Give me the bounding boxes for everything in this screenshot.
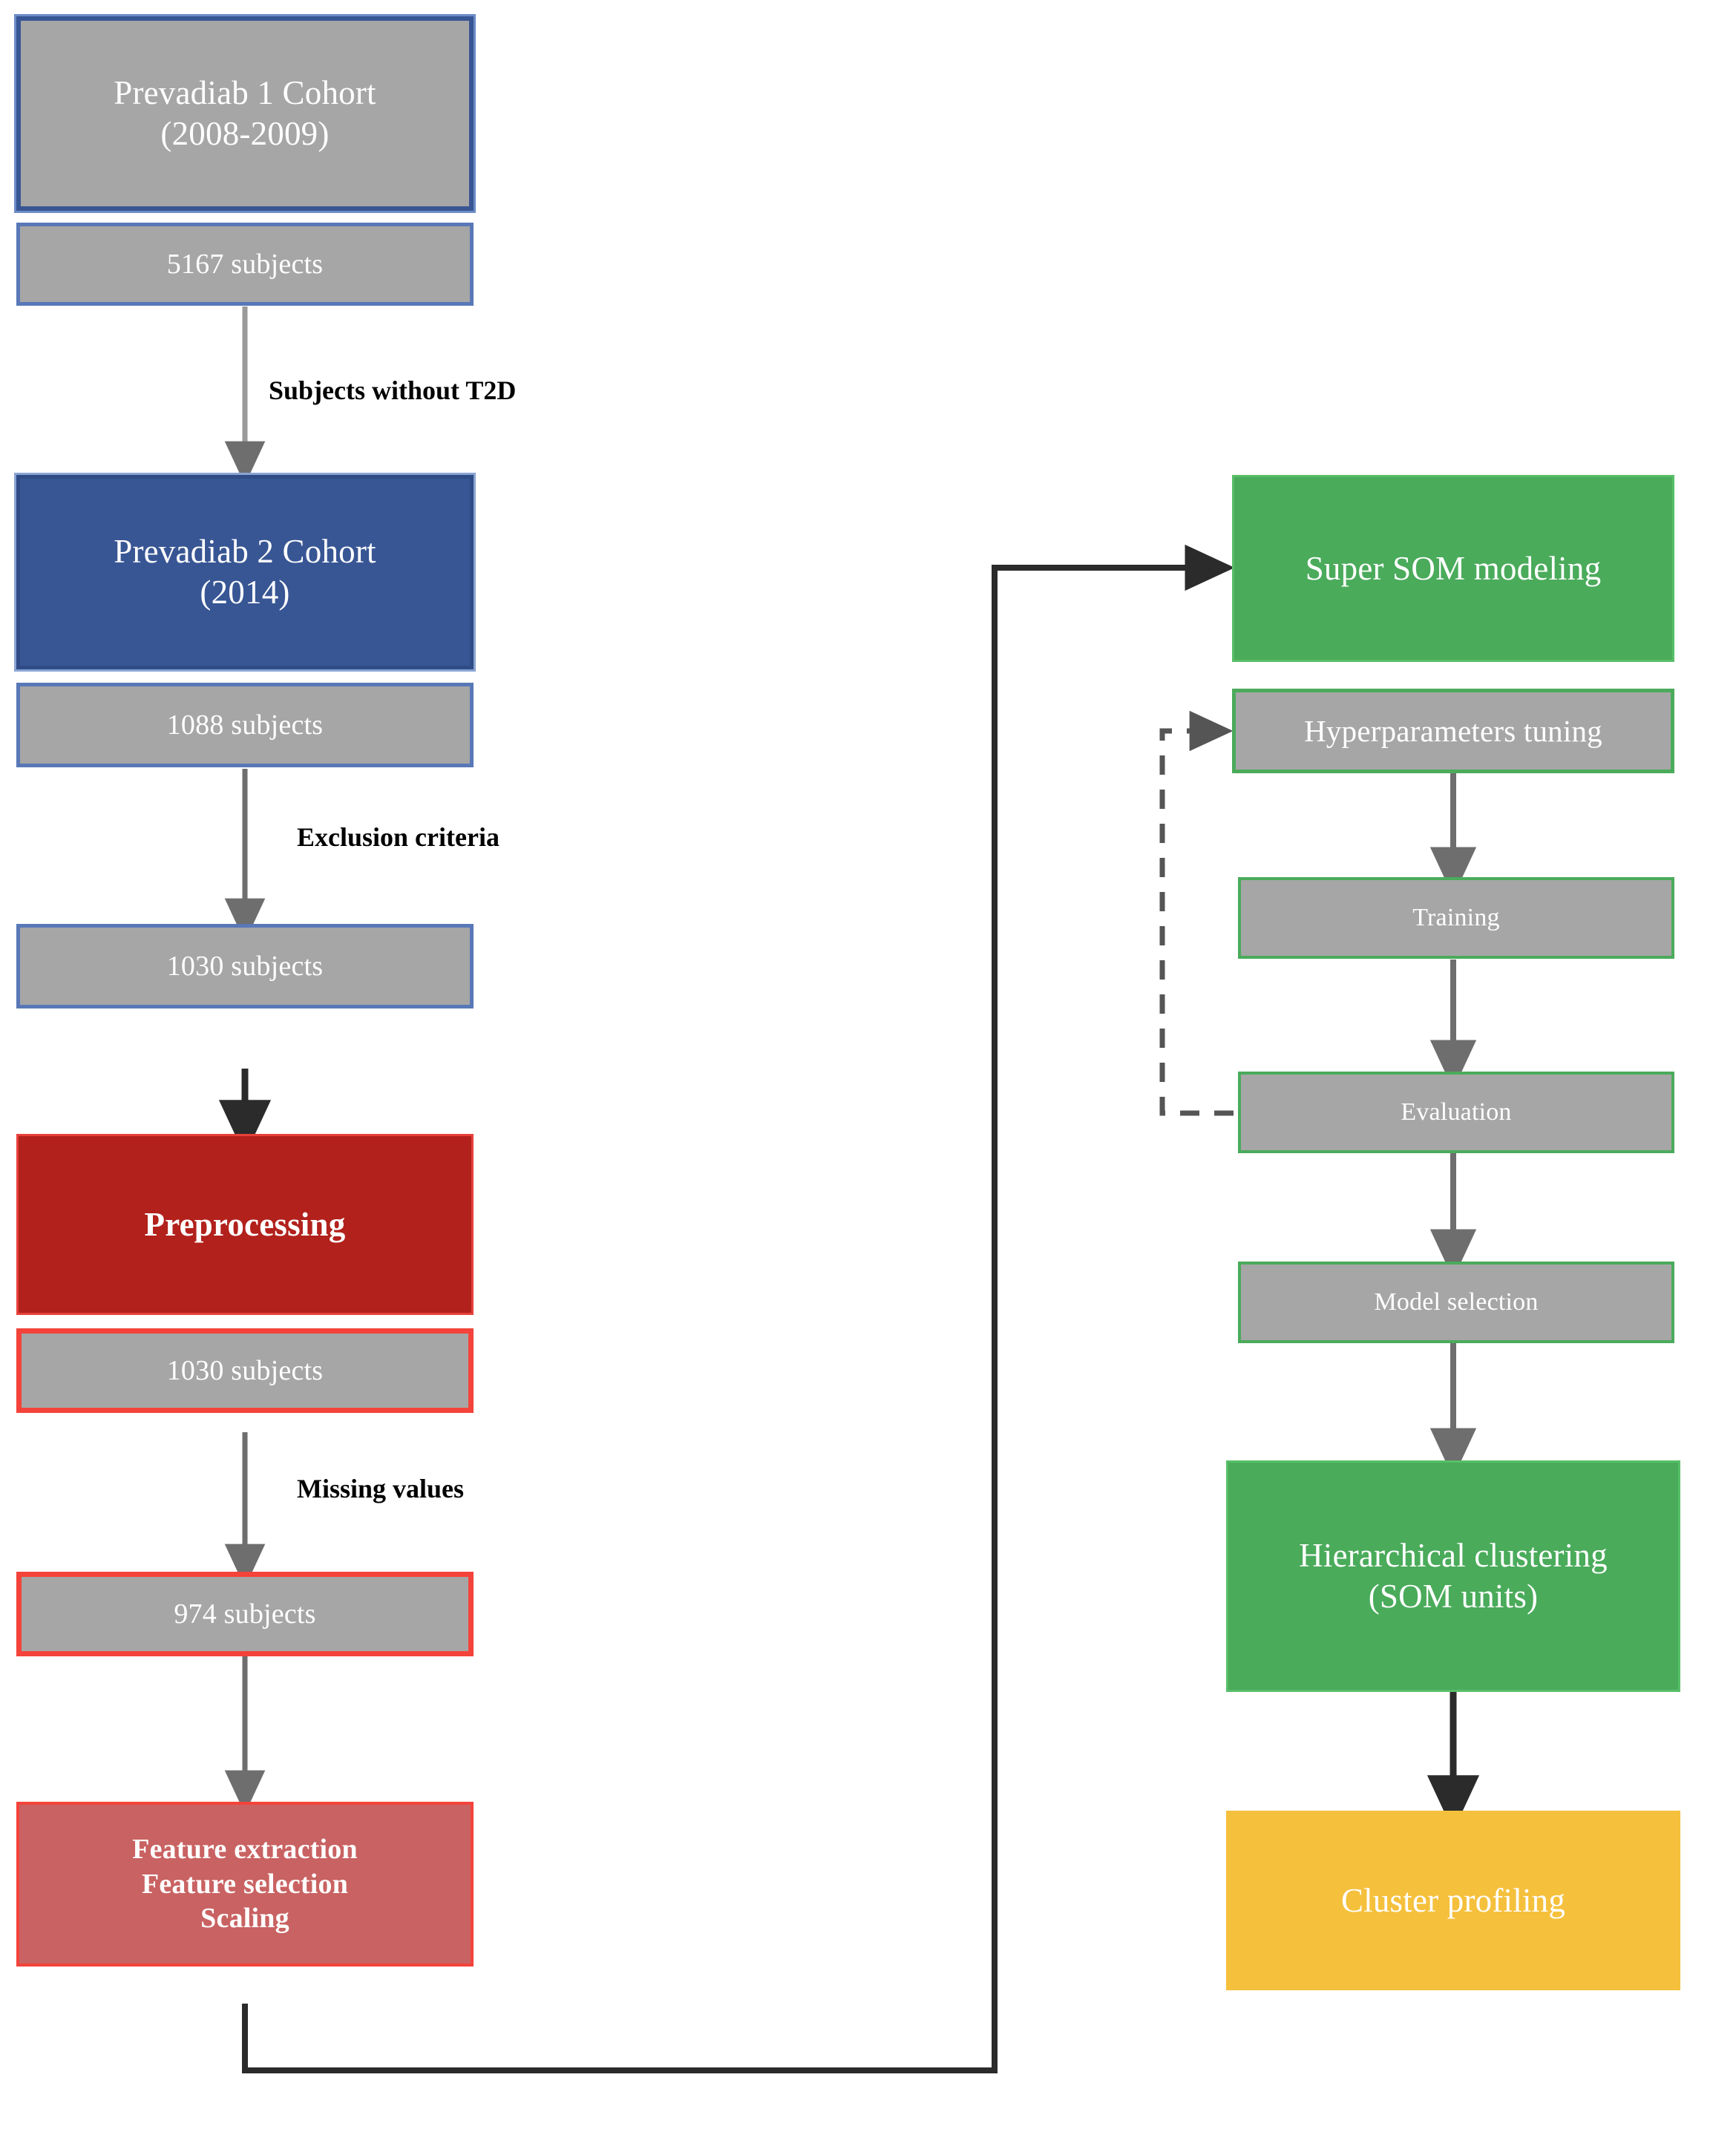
node-model-selection[interactable]: Model selection	[1238, 1262, 1674, 1343]
node-feature-extraction-selection-scaling[interactable]: Feature extraction Feature selection Sca…	[16, 1802, 474, 1967]
node-prevadiab-1-cohort[interactable]: Prevadiab 1 Cohort (2008-2009)	[14, 14, 476, 213]
node-subjects-974[interactable]: 974 subjects	[16, 1572, 474, 1656]
node-subjects-1030-pre[interactable]: 1030 subjects	[16, 924, 474, 1008]
node-hyperparameters-tuning[interactable]: Hyperparameters tuning	[1232, 689, 1674, 773]
node-subjects-5167[interactable]: 5167 subjects	[16, 223, 474, 306]
node-hierarchical-clustering[interactable]: Hierarchical clustering (SOM units)	[1226, 1460, 1680, 1692]
edge-label-subjects-without-t2d: Subjects without T2D	[269, 375, 517, 405]
node-training[interactable]: Training	[1238, 877, 1674, 959]
edge-label-missing-values: Missing values	[297, 1474, 465, 1503]
edge-label-exclusion-criteria: Exclusion criteria	[297, 822, 499, 852]
node-super-som-modeling[interactable]: Super SOM modeling	[1232, 475, 1674, 662]
node-cluster-profiling[interactable]: Cluster profiling	[1226, 1811, 1680, 1990]
node-subjects-1088[interactable]: 1088 subjects	[16, 683, 474, 767]
node-prevadiab-2-cohort[interactable]: Prevadiab 2 Cohort (2014)	[14, 473, 476, 672]
node-subjects-1030-post[interactable]: 1030 subjects	[16, 1328, 474, 1413]
node-preprocessing[interactable]: Preprocessing	[16, 1134, 474, 1315]
node-evaluation[interactable]: Evaluation	[1238, 1072, 1674, 1153]
edge-evaluation-feedback-loop	[1159, 710, 1234, 1116]
